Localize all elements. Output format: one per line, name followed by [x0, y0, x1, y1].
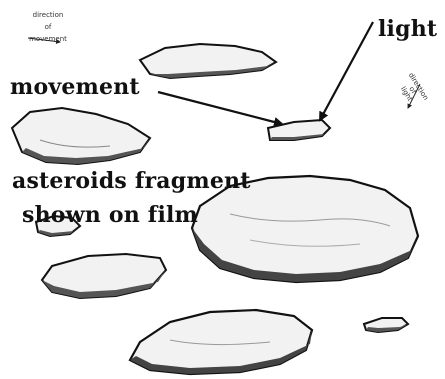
- movement-arrow: [158, 92, 282, 124]
- label-movement: movement: [10, 76, 140, 98]
- light-arrow: [320, 22, 373, 120]
- legend-direction-of-movement: direction of movement: [26, 12, 70, 43]
- asteroid-rock-left: [12, 108, 150, 164]
- asteroid-rock-mid-left: [42, 254, 166, 298]
- legend-movement-line2: of: [26, 24, 70, 31]
- label-fragment-line1: asteroids fragment: [12, 170, 251, 192]
- label-fragment-line2: shown on film: [22, 204, 198, 226]
- legend-movement-line1: direction: [26, 12, 70, 19]
- asteroid-rock-bottom-center: [130, 310, 312, 374]
- asteroid-rock-tiny-right: [364, 318, 408, 332]
- asteroid-rock-top-center: [140, 44, 276, 78]
- label-light: light: [378, 18, 437, 40]
- legend-movement-line3: movement: [26, 36, 70, 43]
